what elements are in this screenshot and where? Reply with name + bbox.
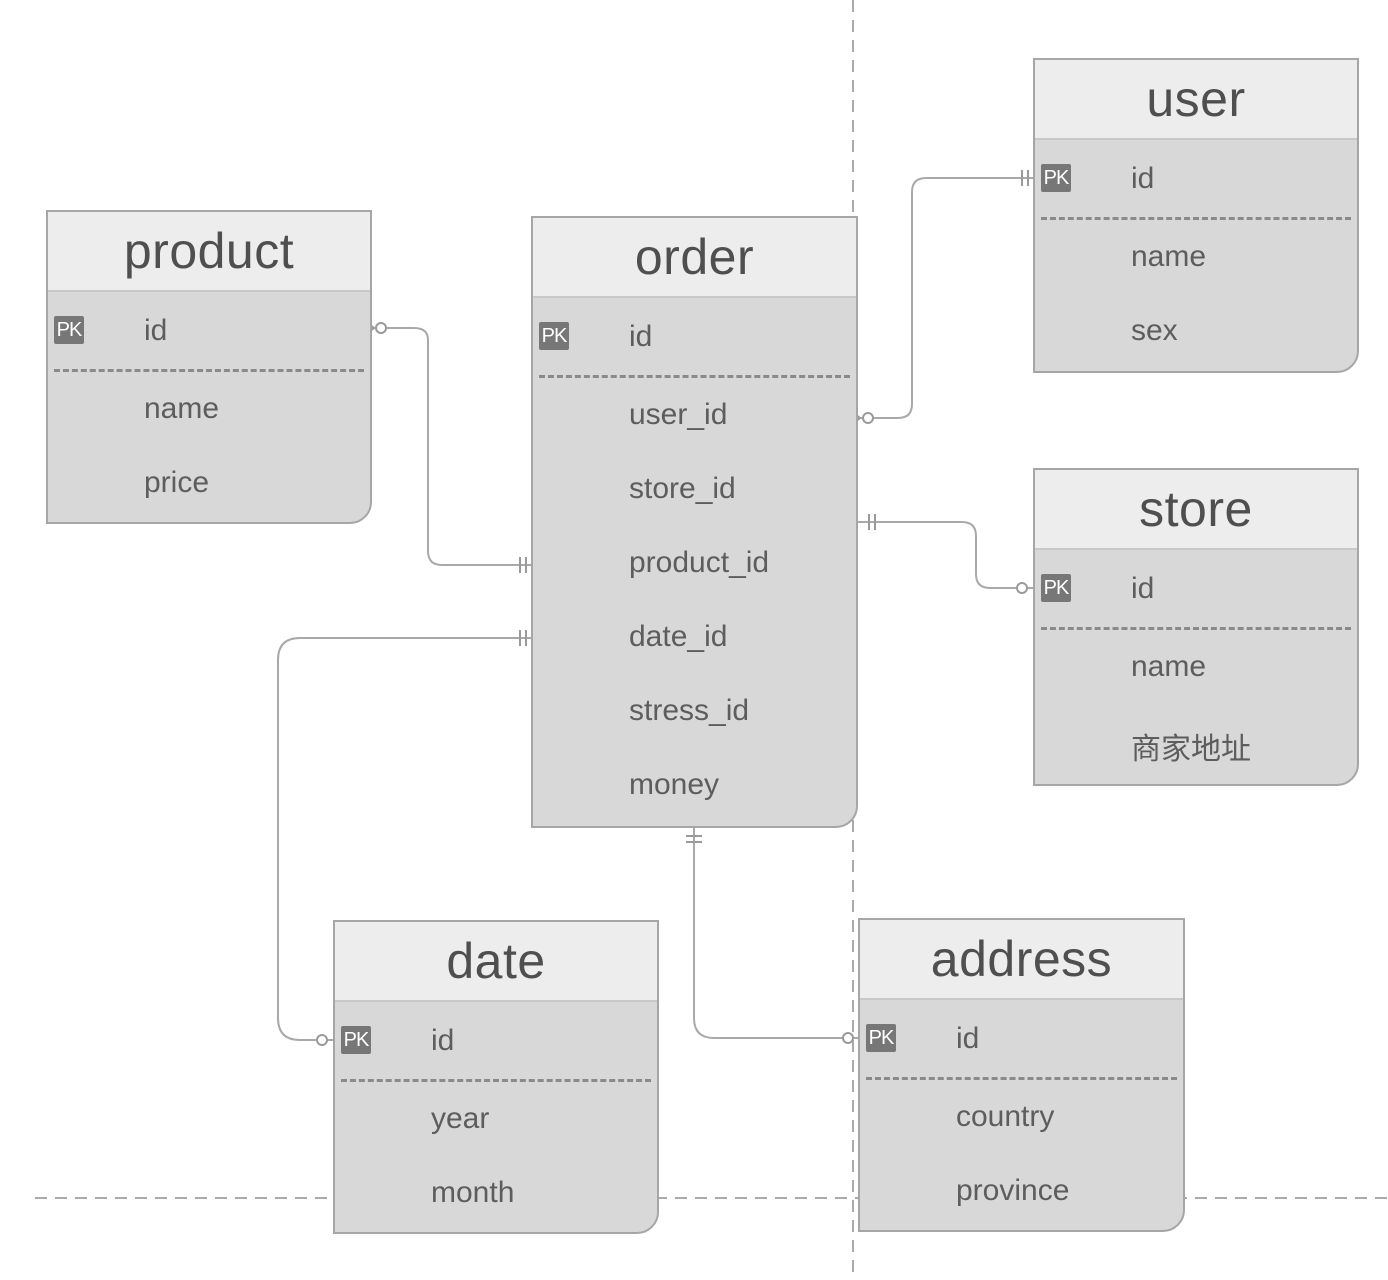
field-order-store-id: store_id bbox=[629, 472, 736, 505]
pk-badge-order: PK bbox=[539, 322, 569, 350]
field-date-year: year bbox=[431, 1102, 490, 1135]
marker-zero-date bbox=[316, 1034, 328, 1046]
marker-one-user bbox=[1021, 170, 1029, 186]
field-product-name: name bbox=[144, 392, 220, 425]
field-store-id: id bbox=[1131, 572, 1155, 605]
field-row: store_id bbox=[533, 452, 856, 526]
field-date-id: id bbox=[431, 1024, 455, 1057]
field-user-sex: sex bbox=[1131, 314, 1178, 347]
pk-badge-user: PK bbox=[1041, 164, 1071, 192]
pk-badge-date: PK bbox=[341, 1026, 371, 1054]
field-order-product-id: product_id bbox=[629, 546, 770, 579]
pk-divider-product bbox=[54, 369, 364, 372]
field-order-date-id: date_id bbox=[629, 620, 728, 653]
field-order-stress-id: stress_id bbox=[629, 694, 750, 727]
field-row: sex bbox=[1035, 294, 1357, 368]
field-product-price: price bbox=[144, 466, 210, 499]
pk-divider-store bbox=[1041, 627, 1351, 630]
field-row: 商家地址 bbox=[1035, 704, 1357, 778]
field-row: product_id bbox=[533, 526, 856, 600]
pk-divider-date bbox=[341, 1079, 651, 1082]
marker-one-order-product bbox=[519, 557, 527, 573]
entity-user[interactable]: user PK id name sex bbox=[1033, 58, 1359, 373]
entity-store[interactable]: store PK id name 商家地址 bbox=[1033, 468, 1359, 786]
field-row: country bbox=[860, 1080, 1183, 1154]
marker-zero-address bbox=[842, 1032, 854, 1044]
field-row: price bbox=[48, 446, 370, 520]
field-row: date_id bbox=[533, 600, 856, 674]
entity-date[interactable]: date PK id year month bbox=[333, 920, 659, 1234]
field-order-id: id bbox=[629, 320, 653, 353]
relationship-order-address bbox=[693, 828, 860, 1039]
field-address-country: country bbox=[956, 1100, 1055, 1133]
field-store-name: name bbox=[1131, 650, 1207, 683]
pk-divider-user bbox=[1041, 217, 1351, 220]
relationship-order-date bbox=[277, 637, 533, 1041]
entity-title-user: user bbox=[1035, 60, 1357, 140]
field-store-address: 商家地址 bbox=[1131, 733, 1251, 766]
field-row: stress_id bbox=[533, 674, 856, 748]
pk-badge-store: PK bbox=[1041, 574, 1071, 602]
marker-zero-store bbox=[1016, 582, 1028, 594]
field-row: name bbox=[1035, 220, 1357, 294]
field-row: province bbox=[860, 1154, 1183, 1228]
pk-divider-address bbox=[866, 1077, 1177, 1080]
entity-title-store: store bbox=[1035, 470, 1357, 550]
entity-product[interactable]: product PK id name price bbox=[46, 210, 372, 524]
pk-row-user: PK id bbox=[1035, 140, 1357, 220]
entity-order[interactable]: order PK id user_id store_id product_id … bbox=[531, 216, 858, 828]
pk-row-product: PK id bbox=[48, 292, 370, 372]
entity-title-address: address bbox=[860, 920, 1183, 1000]
marker-one-order-store bbox=[868, 514, 876, 530]
relationship-order-product bbox=[372, 327, 533, 566]
field-row: name bbox=[48, 372, 370, 446]
field-product-id: id bbox=[144, 314, 168, 347]
pk-row-address: PK id bbox=[860, 1000, 1183, 1080]
field-user-id: id bbox=[1131, 162, 1155, 195]
entity-title-product: product bbox=[48, 212, 370, 292]
pk-row-date: PK id bbox=[335, 1002, 657, 1082]
field-row: name bbox=[1035, 630, 1357, 704]
pk-badge-address: PK bbox=[866, 1024, 896, 1052]
entity-address[interactable]: address PK id country province bbox=[858, 918, 1185, 1232]
relationship-order-user bbox=[856, 177, 1036, 419]
relationship-order-store bbox=[856, 521, 1036, 589]
marker-one-order-date bbox=[519, 630, 527, 646]
field-row: month bbox=[335, 1156, 657, 1230]
entity-title-date: date bbox=[335, 922, 657, 1002]
field-order-money: money bbox=[629, 768, 720, 801]
field-row: money bbox=[533, 748, 856, 822]
marker-one-order-address bbox=[686, 835, 702, 843]
pk-row-order: PK id bbox=[533, 298, 856, 378]
pk-row-store: PK id bbox=[1035, 550, 1357, 630]
field-user-name: name bbox=[1131, 240, 1207, 273]
field-address-province: province bbox=[956, 1174, 1070, 1207]
field-row: year bbox=[335, 1082, 657, 1156]
field-row: user_id bbox=[533, 378, 856, 452]
field-address-id: id bbox=[956, 1022, 980, 1055]
pk-badge-product: PK bbox=[54, 316, 84, 344]
field-date-month: month bbox=[431, 1176, 515, 1209]
entity-title-order: order bbox=[533, 218, 856, 298]
pk-divider-order bbox=[539, 375, 850, 378]
field-order-user-id: user_id bbox=[629, 398, 728, 431]
